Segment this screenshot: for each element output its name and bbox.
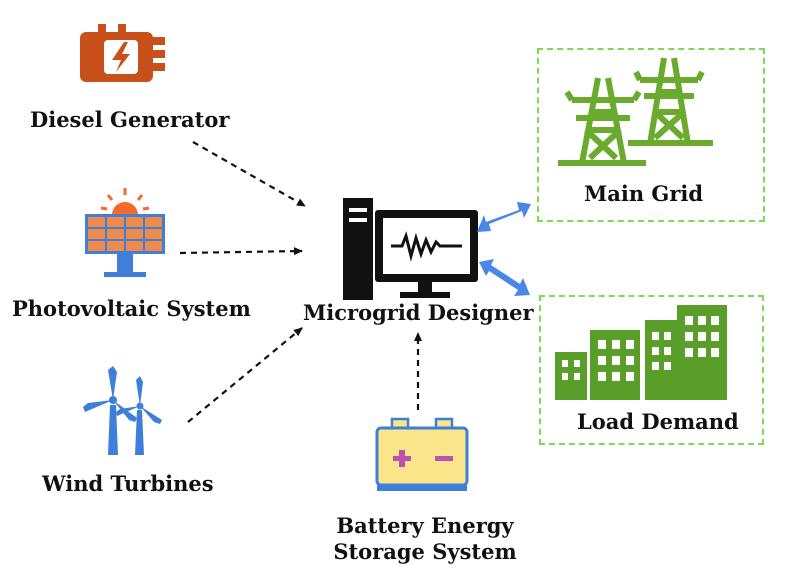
load-demand-box [539, 295, 764, 445]
transmission-tower-icon [558, 57, 713, 166]
photovoltaic-system-label: Photovoltaic System [12, 296, 251, 321]
wind-turbines-label: Wind Turbines [42, 471, 214, 496]
battery-label-line2: Storage System [333, 539, 517, 564]
arrow-diesel-to-designer [192, 141, 306, 207]
arrow-designer-grid-bidirectional [477, 202, 531, 232]
generator-icon [80, 24, 165, 82]
battery-label-line1: Battery Energy [336, 513, 514, 538]
arrow-pv-to-designer [179, 247, 303, 256]
computer-monitor-icon [343, 198, 478, 300]
arrow-designer-load-bidirectional [479, 259, 530, 296]
solar-panel-icon [85, 188, 165, 277]
load-demand-label: Load Demand [577, 409, 739, 434]
microgrid-designer-label: Microgrid Designer [303, 300, 534, 325]
battery-icon [375, 417, 469, 491]
buildings-icon [555, 305, 727, 400]
battery-label: Battery Energy Storage System [320, 513, 530, 565]
arrow-wind-to-designer [187, 327, 303, 423]
diesel-generator-label: Diesel Generator [30, 107, 230, 132]
main-grid-label: Main Grid [584, 181, 704, 206]
wind-turbine-icon [83, 366, 162, 455]
main-grid-box [537, 48, 765, 222]
